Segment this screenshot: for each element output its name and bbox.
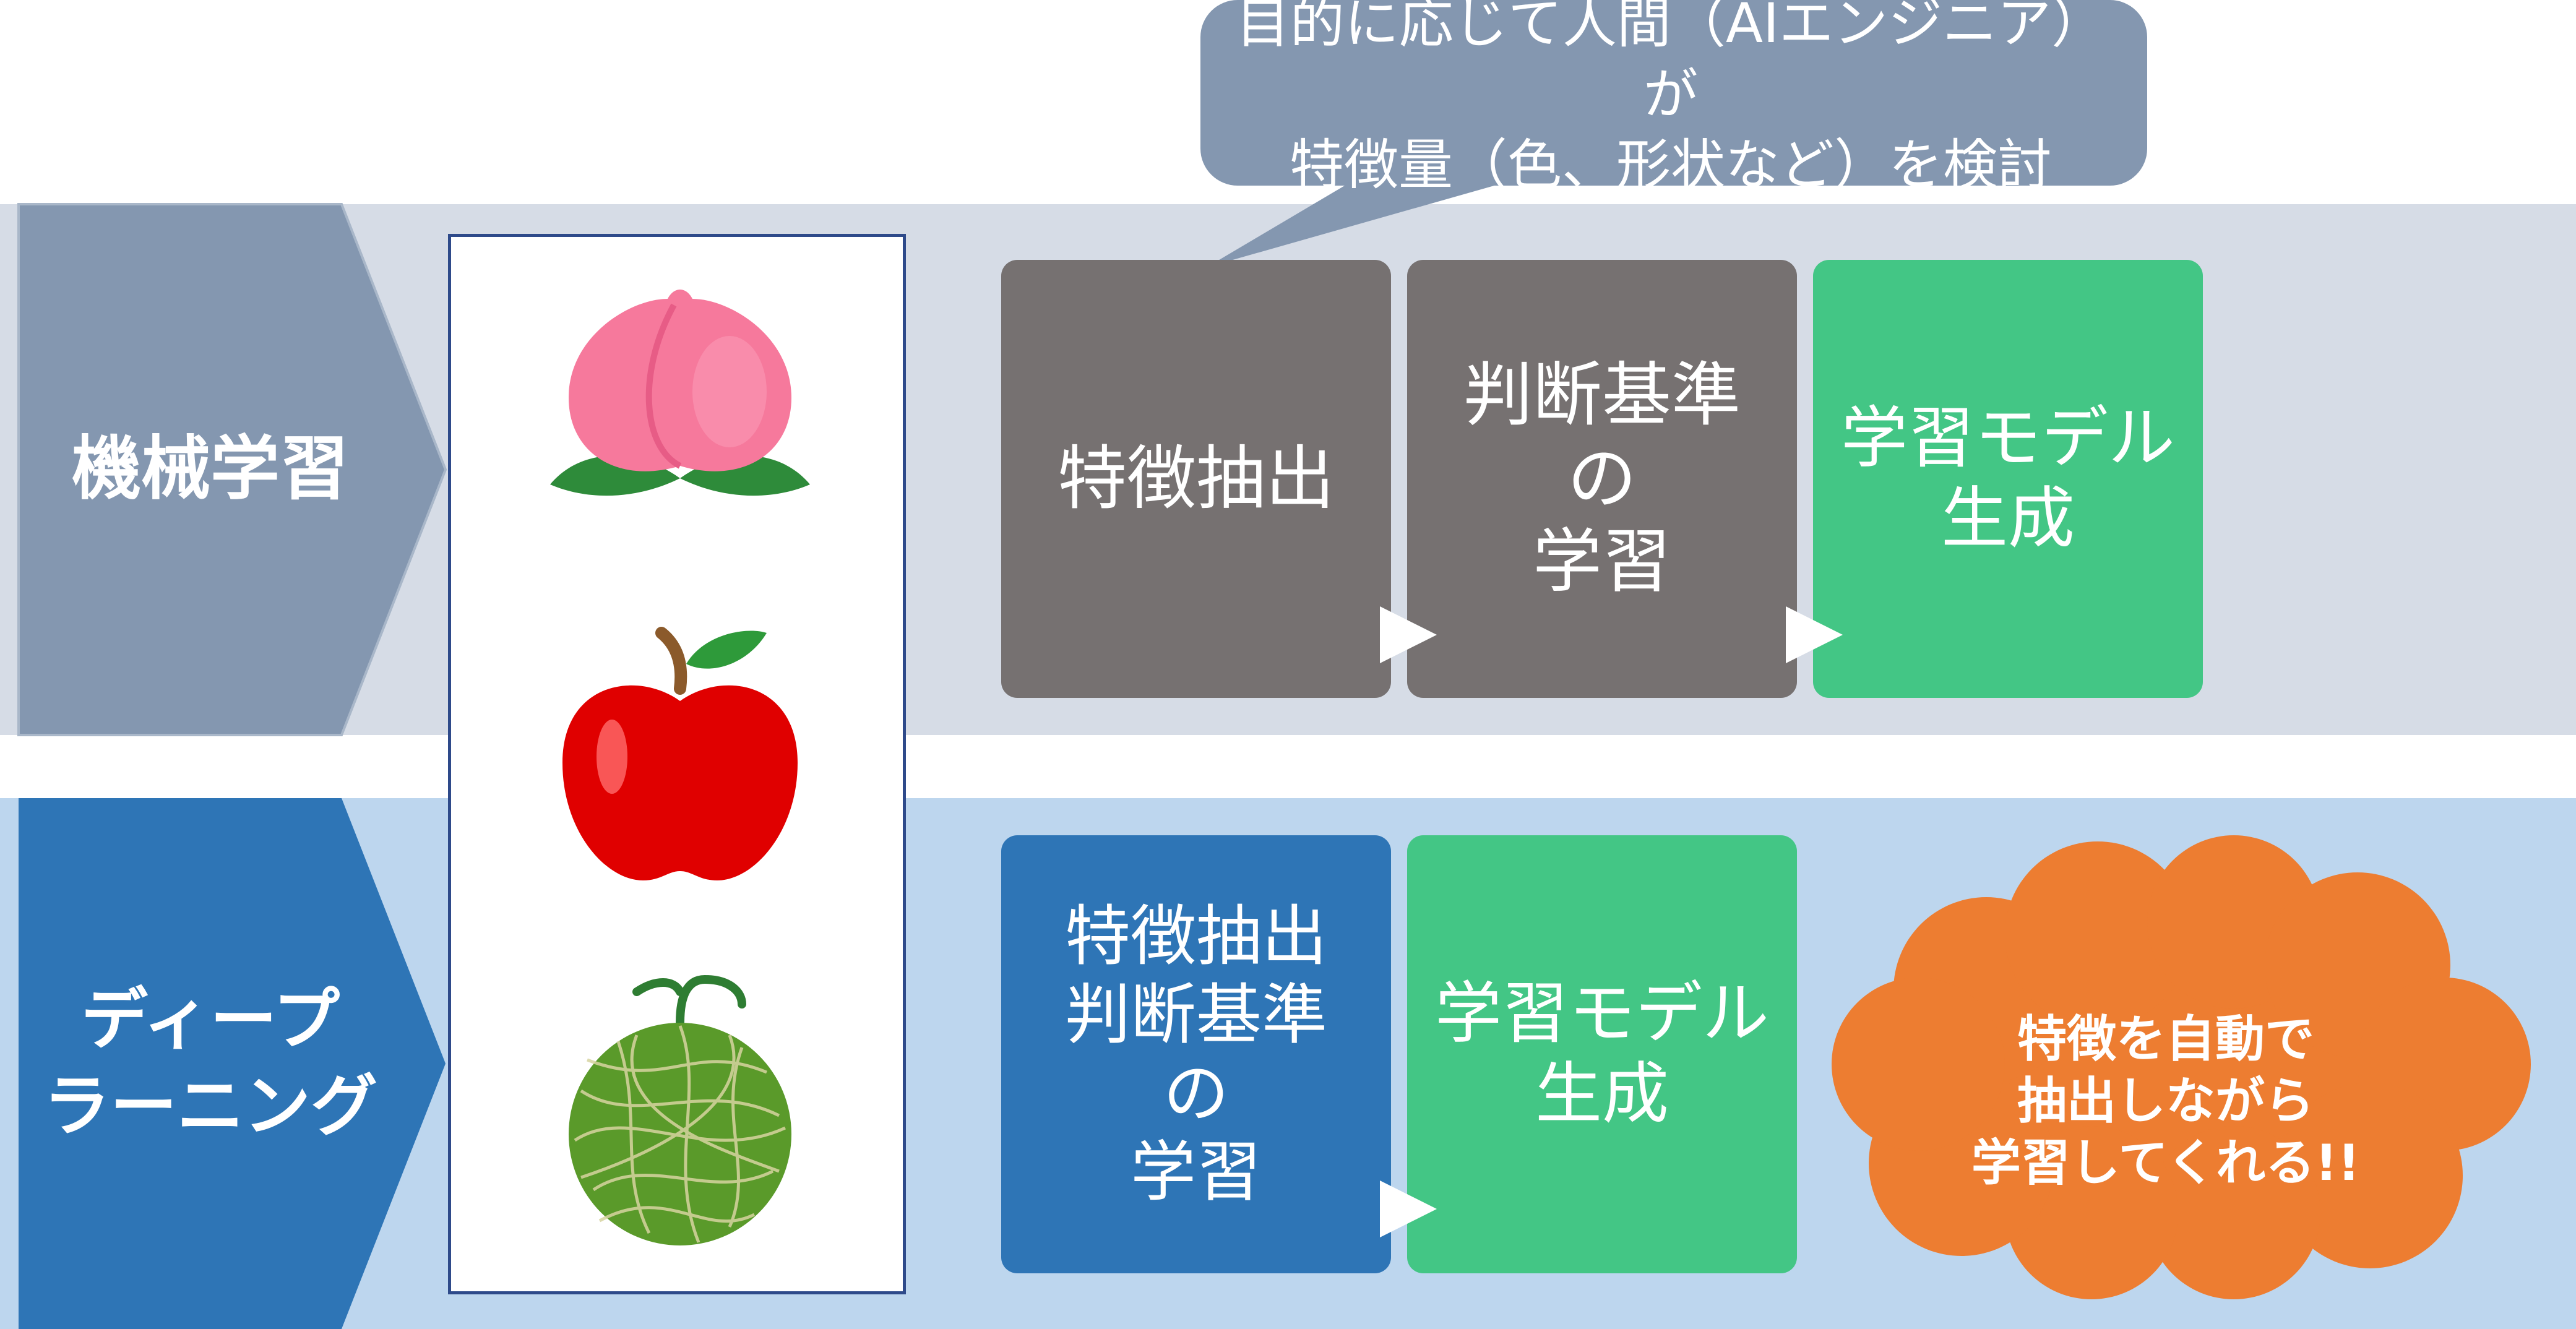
ml-flow-arrow-2 <box>1786 606 1843 663</box>
dl-feature-criteria-box: 特徴抽出 判断基準 の 学習 <box>1001 835 1391 1273</box>
deep-learning-arrow <box>19 798 446 1329</box>
machine-learning-arrow <box>17 203 447 736</box>
ml-flow-arrow-1 <box>1380 606 1437 663</box>
apple-icon <box>562 627 798 880</box>
dl-flow-arrow <box>1380 1181 1437 1237</box>
peach-icon <box>550 290 810 496</box>
callout-text: 目的に応じて人間（AIエンジニア）が 特徴量（色、形状など）を検討 <box>1235 0 2106 197</box>
cloud-shape <box>1832 835 2531 1299</box>
callout-bubble <box>1200 0 2147 267</box>
fruit-panel <box>448 234 906 1294</box>
ml-feature-extraction-box: 特徴抽出 <box>1001 260 1391 698</box>
ml-model-generation-box: 学習モデル 生成 <box>1813 260 2203 698</box>
melon-icon <box>569 974 791 1245</box>
deep-learning-label: ディープ ラーニング <box>43 981 377 1145</box>
dl-model-generation-box: 学習モデル 生成 <box>1407 835 1797 1273</box>
ml-criteria-learning-box: 判断基準 の 学習 <box>1407 260 1797 698</box>
cloud-text: 特徴を自動で 抽出しながら 学習してくれる!! <box>1971 1010 2361 1192</box>
machine-learning-label: 機械学習 <box>72 429 349 510</box>
